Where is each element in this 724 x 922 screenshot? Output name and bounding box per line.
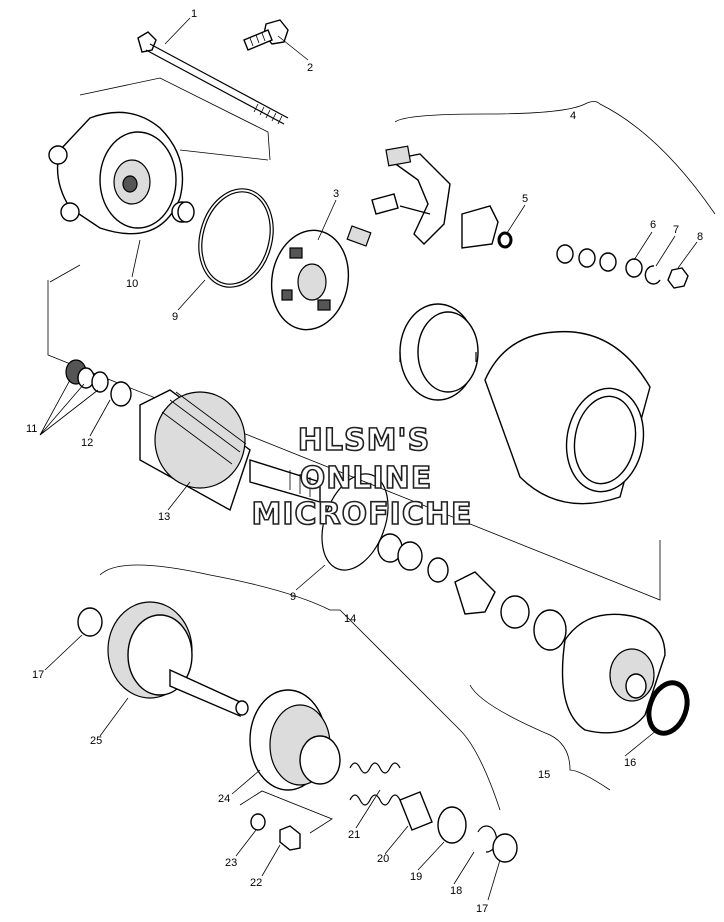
callout-labels: 1 2 3 4 5 6 7 8 9 9 10 11 12 13 14 15 16… [26, 8, 703, 915]
brush-holder-plate [270, 229, 350, 331]
callout-11: 11 [26, 423, 37, 435]
overrunning-clutch [249, 689, 341, 791]
callout-13: 13 [158, 511, 170, 523]
washer-23 [250, 813, 266, 831]
center-leader-stub [49, 264, 81, 283]
callout-22: 22 [250, 877, 262, 889]
washer-5 [497, 231, 513, 249]
callout-6: 6 [650, 219, 656, 231]
callout-18: 18 [450, 885, 462, 897]
bearing [437, 806, 467, 844]
leader-lines-upper [79, 77, 271, 161]
center-washers [377, 533, 567, 651]
watermark-line-3: MICROFICHE [252, 497, 473, 532]
washer-17-right [492, 833, 518, 863]
snap-ring [477, 825, 497, 853]
callout-23: 23 [225, 857, 237, 869]
through-bolt [137, 31, 289, 125]
clutch-bracket [99, 564, 501, 811]
callout-25: 25 [90, 735, 102, 747]
callout-16: 16 [624, 757, 636, 769]
brush-set-bracket [394, 101, 716, 215]
rear-o-ring [646, 680, 690, 736]
shim-set [39, 359, 132, 436]
return-spring [349, 762, 401, 806]
armature [139, 389, 321, 512]
callout-9-lower: 9 [290, 591, 296, 603]
callout-19: 19 [410, 871, 422, 883]
callout-24: 24 [218, 793, 230, 805]
callout-10: 10 [126, 278, 138, 290]
callout-20: 20 [377, 853, 389, 865]
watermark-line-2: ONLINE [300, 461, 433, 496]
callout-9-upper: 9 [172, 311, 178, 323]
callout-12: 12 [81, 437, 93, 449]
callout-8: 8 [697, 231, 703, 243]
callout-1: 1 [191, 8, 197, 20]
watermark-line-1: HLSM'S [298, 423, 430, 458]
washer-17-left [77, 607, 103, 637]
pin-22 [279, 825, 301, 851]
callout-7: 7 [673, 224, 679, 236]
callout-17-right: 17 [476, 903, 488, 915]
callout-leaders [44, 17, 698, 901]
terminal-hardware [556, 244, 689, 289]
callout-17-left: 17 [32, 669, 44, 681]
yoke-housing [484, 330, 651, 505]
callout-15: 15 [538, 769, 550, 781]
lower-bracket [239, 790, 333, 834]
mounting-screw [243, 19, 289, 51]
watermark: HLSM'S ONLINE MICROFICHE [251, 422, 473, 533]
front-housing [48, 111, 195, 235]
brush-set [346, 145, 499, 249]
rear-housing-bracket [469, 684, 611, 791]
callout-2: 2 [307, 62, 313, 74]
callout-21: 21 [348, 829, 360, 841]
rear-housing [561, 613, 666, 734]
callout-3: 3 [333, 188, 339, 200]
o-ring-upper [198, 188, 274, 288]
pinion-gear-shaft [107, 601, 249, 718]
callout-5: 5 [522, 193, 528, 205]
o-ring-lower [321, 473, 389, 571]
brush-holder-ring [399, 303, 479, 401]
sleeve [399, 791, 433, 831]
callout-14: 14 [344, 613, 356, 625]
callout-4: 4 [570, 110, 576, 122]
